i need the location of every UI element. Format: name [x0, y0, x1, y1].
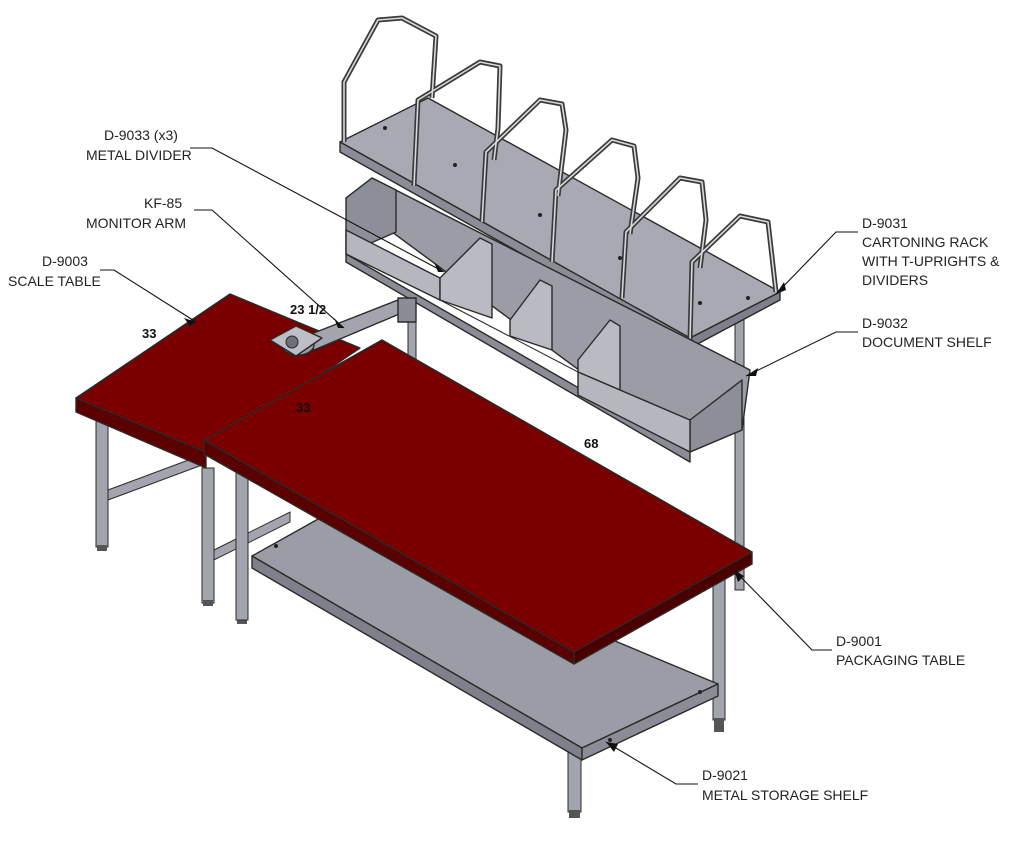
callout-desc: DOCUMENT SHELF — [862, 334, 992, 350]
dim-scale-width: 33 — [142, 326, 156, 341]
callout-monitor-arm: KF-85 MONITOR ARM — [86, 195, 345, 329]
cartoning-rack — [339, 15, 781, 591]
dim-arm-length: 23 1/2 — [290, 302, 326, 317]
storage-shelf-bolts — [274, 544, 702, 742]
callout-desc-line2: WITH T-UPRIGHTS & — [862, 253, 1000, 269]
dim-pack-depth: 33 — [296, 400, 310, 415]
callout-desc: SCALE TABLE — [8, 273, 101, 289]
callout-part: KF-85 — [144, 195, 182, 211]
callout-desc-line1: CARTONING RACK — [862, 234, 989, 250]
callout-metal-divider: D-9033 (x3) METAL DIVIDER — [86, 127, 445, 273]
callout-desc: METAL STORAGE SHELF — [702, 787, 868, 803]
doc-bin-1 — [439, 237, 493, 319]
callout-storage-shelf: D-9021 METAL STORAGE SHELF — [605, 741, 868, 803]
document-shelf — [345, 177, 751, 463]
callout-cartoning-rack: D-9031 CARTONING RACK WITH T-UPRIGHTS & … — [775, 215, 1000, 295]
scale-leg-front — [201, 467, 215, 604]
dim-pack-length: 68 — [584, 436, 598, 451]
callout-desc: PACKAGING TABLE — [836, 652, 965, 668]
callout-desc-line3: DIVIDERS — [862, 272, 928, 288]
callout-scale-table: D-9003 SCALE TABLE — [8, 253, 197, 326]
packaging-table-feet — [569, 718, 724, 818]
callout-part: D-9031 — [862, 215, 908, 231]
packaging-table — [203, 339, 753, 818]
scale-tabletop-edge — [75, 397, 207, 469]
callout-part: D-9001 — [836, 633, 882, 649]
pack-leg-back-right — [712, 579, 726, 721]
t-upright-inner — [343, 17, 777, 341]
pack-leg-front-left — [235, 459, 249, 621]
rack-shelf-bolts — [383, 126, 750, 305]
doc-shelf-front-right — [577, 371, 691, 453]
callout-document-shelf: D-9032 DOCUMENT SHELF — [745, 315, 992, 377]
doc-bin-3 — [577, 319, 621, 391]
doc-shelf-floor — [345, 253, 691, 463]
monitor-arm — [269, 297, 417, 357]
arm-post — [397, 297, 417, 323]
callout-part: D-9003 — [42, 253, 88, 269]
doc-bin-2 — [509, 279, 553, 351]
scale-leg-back-left — [95, 411, 109, 548]
callout-part: D-9032 — [862, 315, 908, 331]
callout-packaging-table: D-9001 PACKAGING TABLE — [733, 569, 965, 668]
scale-table-feet — [97, 545, 247, 624]
dimensions: 33 23 1/2 33 68 — [142, 302, 598, 451]
scale-crossbar — [107, 454, 203, 501]
callout-desc: MONITOR ARM — [86, 215, 186, 231]
callout-part: D-9021 — [702, 767, 748, 783]
storage-shelf-side — [581, 683, 719, 761]
callout-part: D-9033 (x3) — [104, 127, 178, 143]
callout-desc: METAL DIVIDER — [86, 147, 192, 163]
scale-crossbar-2 — [213, 511, 291, 561]
vesa-hub — [285, 335, 299, 349]
packaging-tabletop-side — [573, 551, 753, 665]
